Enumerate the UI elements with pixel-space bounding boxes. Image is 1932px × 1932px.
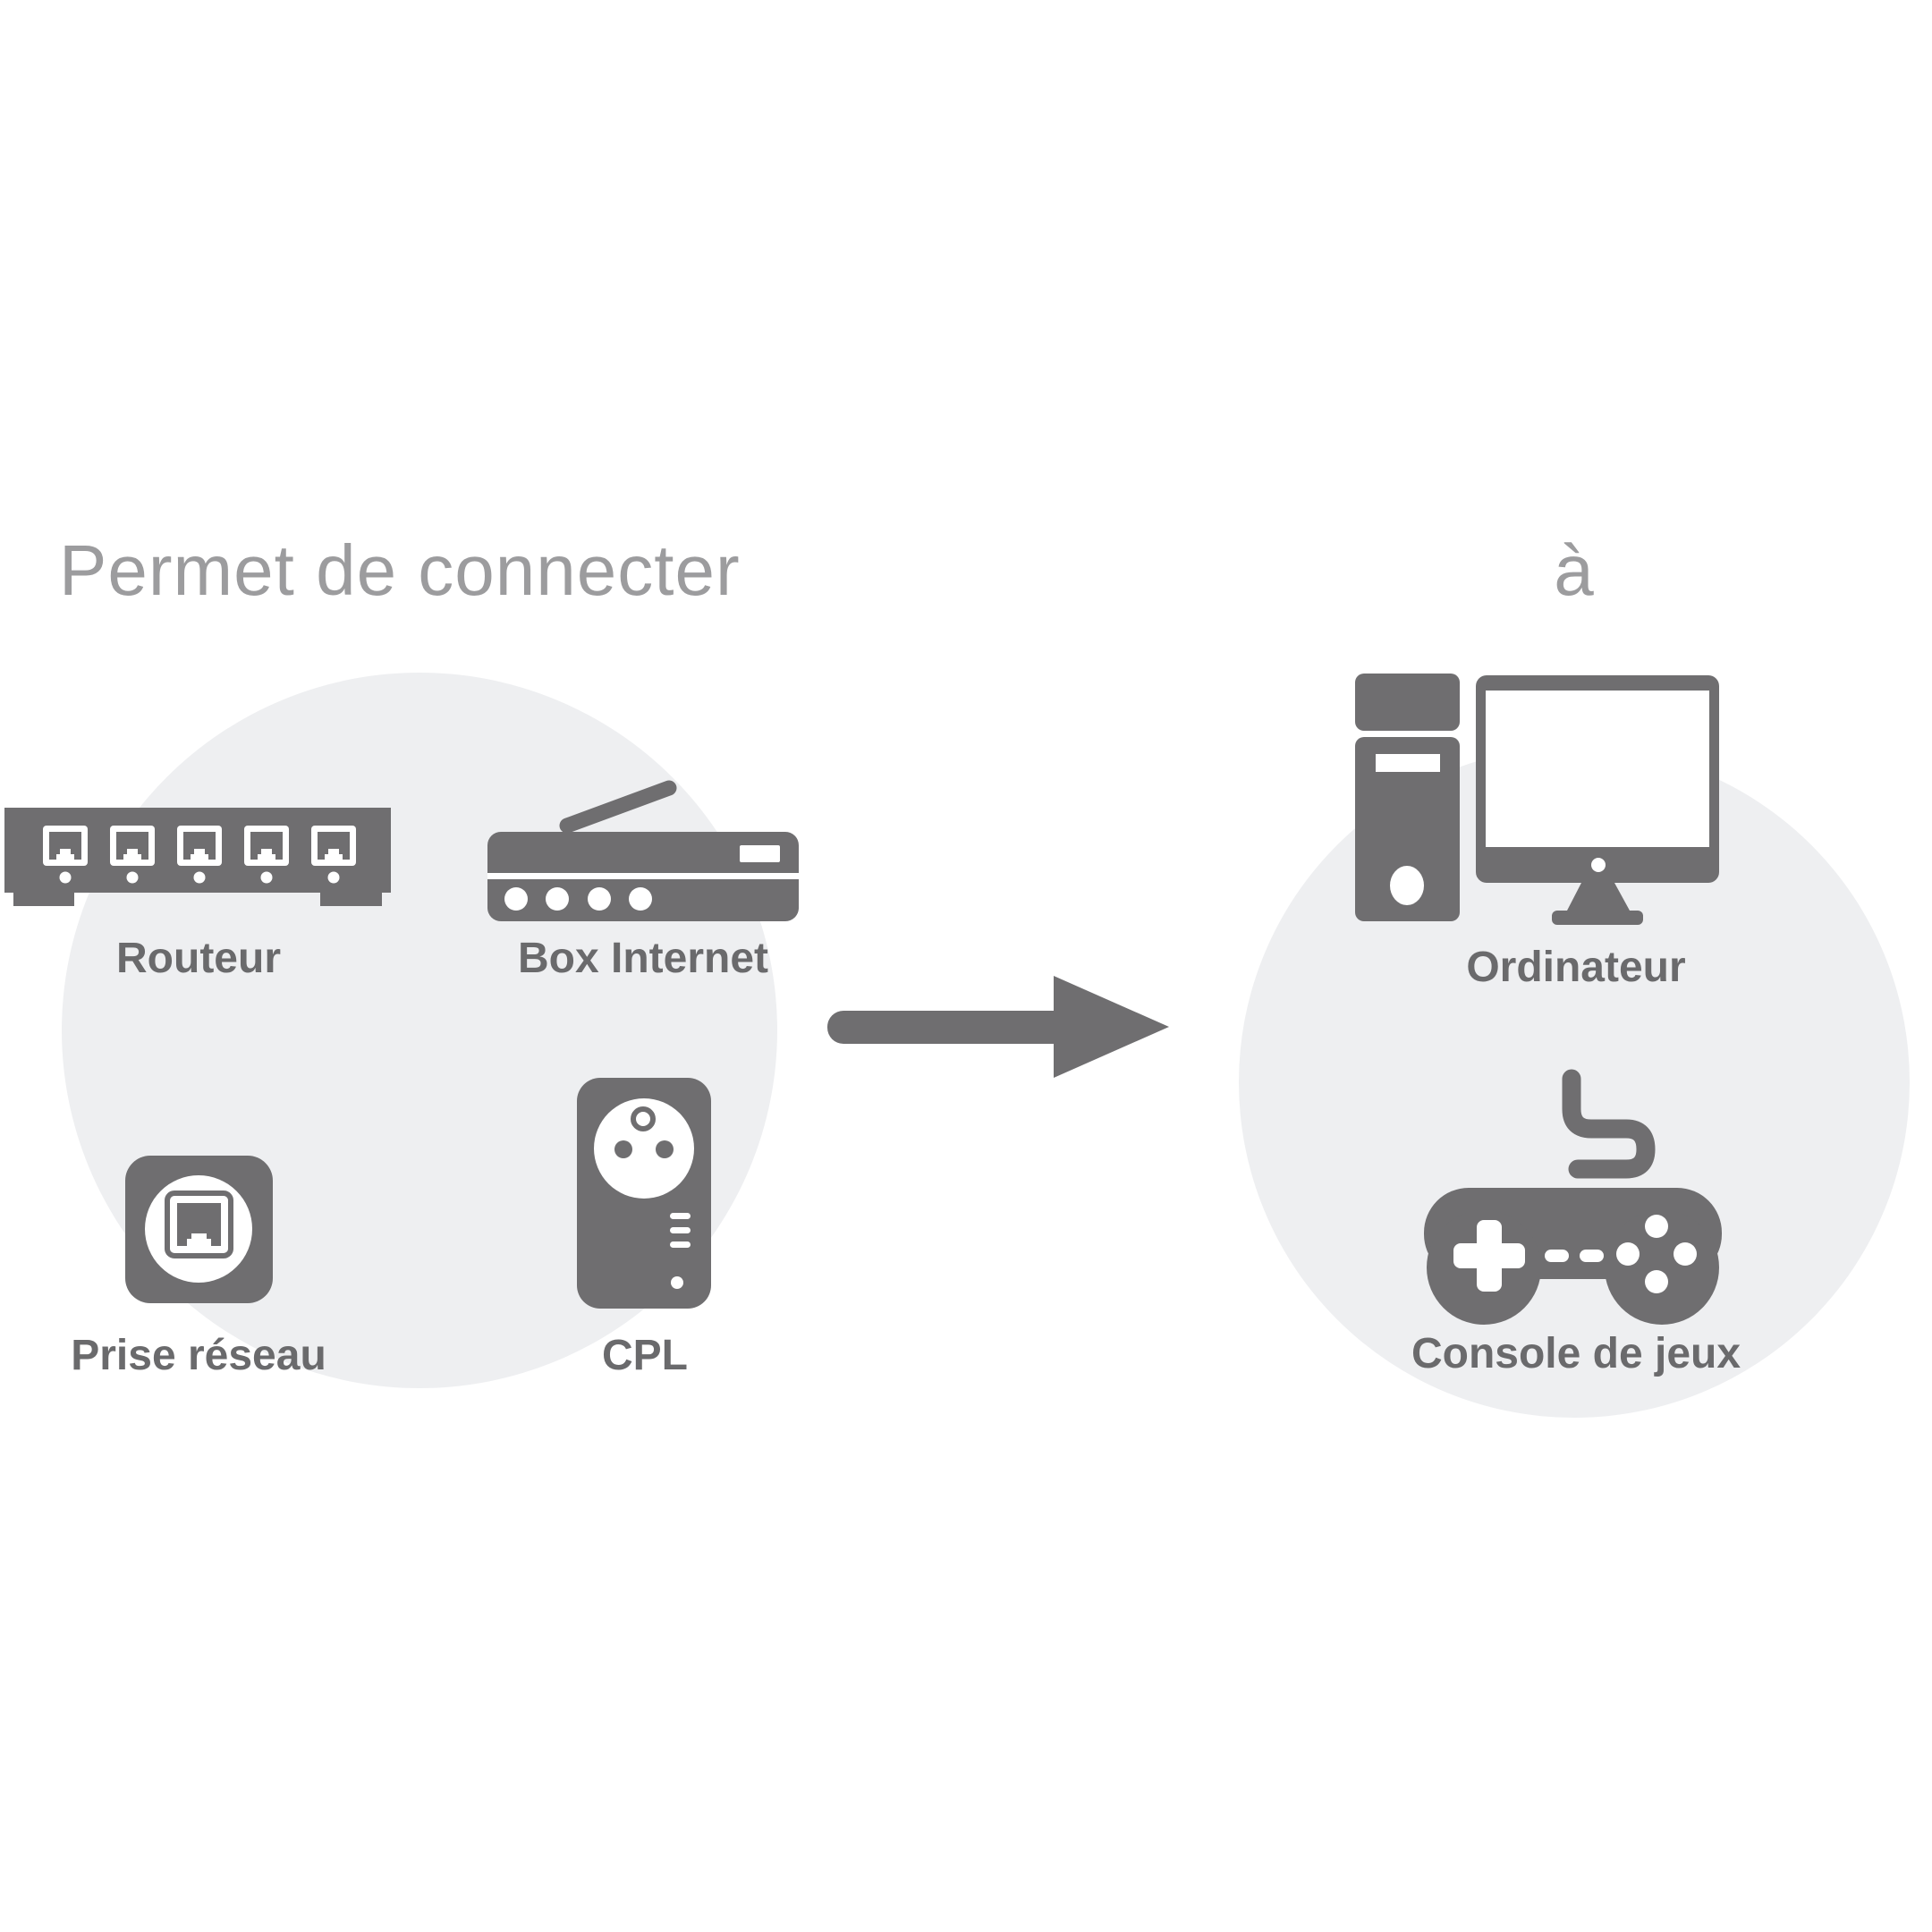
powerline-adapter-icon [577,1078,711,1309]
arrow-right-icon [827,976,1169,1078]
network-wall-socket-icon [125,1156,273,1303]
router-icon [4,808,391,906]
heading-left: Permet de connecter [59,530,741,610]
router-label: Routeur [116,935,281,982]
game-controller-icon [1424,1069,1722,1325]
cpl-label: CPL [602,1332,688,1379]
game-console-label: Console de jeux [1411,1330,1741,1377]
computer-label: Ordinateur [1466,944,1686,991]
internet-box-icon [487,780,799,921]
internet-box-label: Box Internet [517,935,769,982]
heading-right: à [1554,530,1595,610]
network-socket-label: Prise réseau [71,1332,326,1379]
desktop-computer-icon [1355,674,1719,925]
